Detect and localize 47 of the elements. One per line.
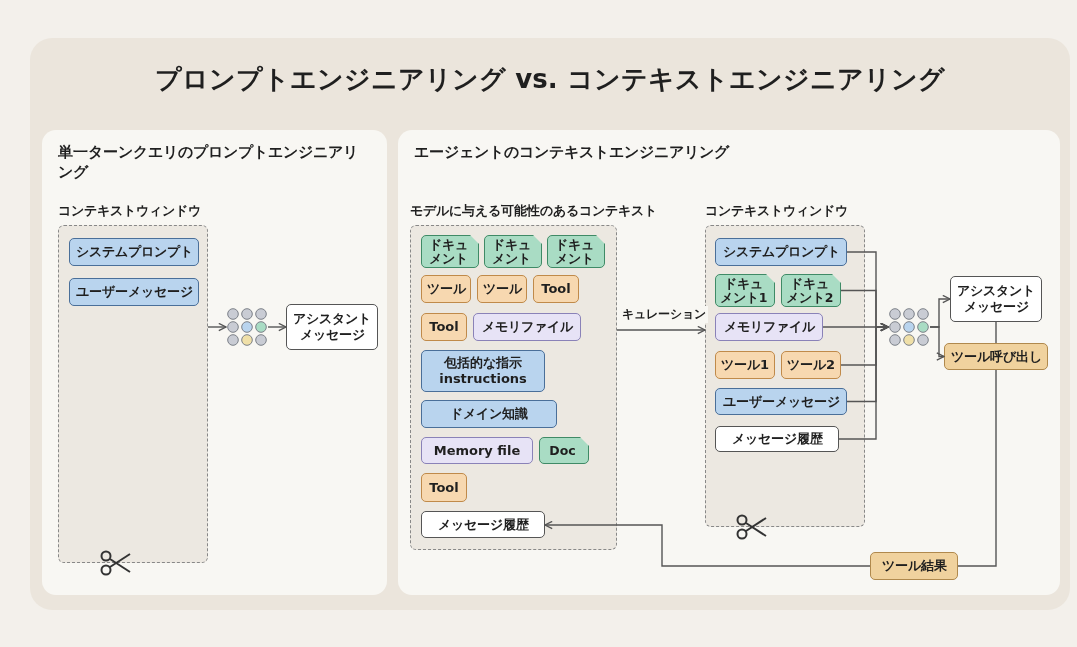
edge-label: キュレーション — [620, 306, 708, 323]
instructions-box: 包括的な指示 instructions — [421, 350, 545, 392]
arrow — [929, 326, 945, 361]
arrow — [544, 520, 871, 567]
memory-file-box: メモリファイル — [715, 313, 823, 341]
connector-line — [957, 369, 997, 567]
message-box: アシスタントメッセージ — [950, 276, 1042, 322]
tool-box: ツール — [421, 275, 471, 303]
document-card: ドキュメント1 — [715, 274, 775, 307]
message-box: メッセージ履歴 — [715, 426, 839, 452]
message-box: システムプロンプト — [69, 238, 199, 266]
memory-file-box: メモリファイル — [473, 313, 581, 341]
memory-file-box: Memory file — [421, 437, 533, 464]
panel-heading: 単一ターンクエリのプロンプトエンジニアリング — [58, 142, 359, 183]
message-box: ユーザーメッセージ — [69, 278, 199, 306]
arrow — [267, 322, 287, 332]
arrow — [207, 322, 227, 332]
document-card: ドキュメント — [547, 235, 605, 268]
tool-box: ツール1 — [715, 351, 775, 379]
panel — [398, 130, 1060, 595]
message-box: メッセージ履歴 — [421, 511, 545, 538]
document-card: ドキュメント2 — [781, 274, 841, 307]
document-card: ドキュメント — [484, 235, 542, 268]
tool-box: Tool — [533, 275, 579, 303]
tool-box: ツール — [477, 275, 527, 303]
neural-network-icon — [226, 308, 268, 346]
neural-network-icon — [888, 308, 930, 346]
panel-heading: エージェントのコンテキストエンジニアリング — [414, 142, 731, 163]
message-box: ユーザーメッセージ — [715, 388, 847, 415]
window-heading: コンテキストウィンドウ — [705, 203, 848, 220]
panel — [42, 130, 387, 595]
knowledge-box: ドメイン知識 — [421, 400, 557, 428]
window-heading: コンテキストウィンドウ — [58, 203, 201, 220]
tool-box: ツール2 — [781, 351, 841, 379]
message-box: システムプロンプト — [715, 238, 847, 266]
arrow — [616, 325, 706, 335]
document-card: ドキュメント — [421, 235, 479, 268]
tool-result-box: ツール結果 — [870, 552, 958, 580]
connector-line — [995, 321, 997, 344]
arrow — [838, 322, 889, 440]
tool-box: Tool — [421, 313, 467, 341]
document-card: Doc — [539, 437, 589, 464]
diagram-title: プロンプトエンジニアリング vs. コンテキストエンジニアリング — [154, 63, 946, 96]
tool-call-box: ツール呼び出し — [944, 343, 1048, 370]
window-heading: モデルに与える可能性のあるコンテキスト — [410, 203, 657, 220]
tool-box: Tool — [421, 473, 467, 502]
message-box: アシスタントメッセージ — [286, 304, 378, 350]
